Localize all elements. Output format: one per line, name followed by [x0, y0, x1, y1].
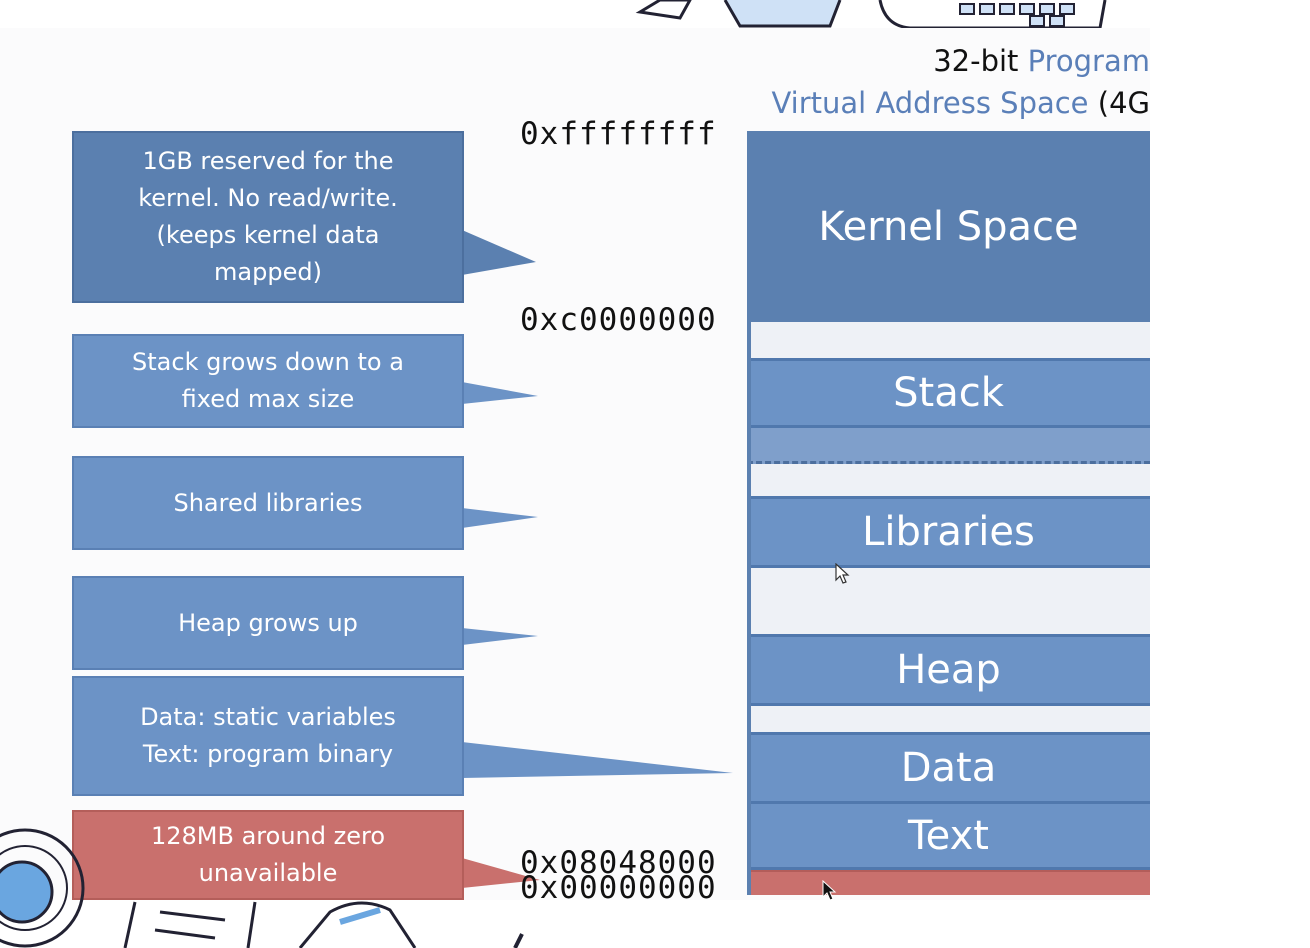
segment-text: Text — [747, 804, 1150, 870]
memory-column-left-edge — [747, 131, 751, 895]
callout-data-text: Data: static variables Text: program bin… — [72, 676, 464, 796]
title-vas: Virtual Address Space — [771, 86, 1089, 120]
diagram-title: 32-bit Program Virtual Address Space (4G — [690, 40, 1150, 124]
address-top: 0xffffffff — [520, 116, 717, 152]
gap-below-libraries — [747, 568, 1150, 634]
stack-growth-region — [747, 428, 1150, 464]
segment-data: Data — [747, 732, 1150, 804]
segment-reserved-zero — [747, 870, 1150, 895]
gap-below-stack — [747, 464, 1150, 496]
title-prefix: 32-bit — [933, 44, 1028, 78]
gap-below-heap — [747, 706, 1150, 732]
callout-stack: Stack grows down to a fixed max size — [72, 334, 464, 428]
address-kernel-base: 0xc0000000 — [520, 302, 717, 338]
segment-kernel-space: Kernel Space — [747, 131, 1150, 322]
gap-below-kernel — [747, 322, 1150, 358]
segment-stack: Stack — [747, 358, 1150, 428]
segment-libraries: Libraries — [747, 496, 1150, 568]
callout-heap: Heap grows up — [72, 576, 464, 670]
title-program: Program — [1027, 44, 1150, 78]
callout-kernel: 1GB reserved for the kernel. No read/wri… — [72, 131, 464, 303]
address-text-base: 0x08048000 — [520, 845, 717, 881]
callout-shared-libraries: Shared libraries — [72, 456, 464, 550]
cursor-icon — [822, 880, 837, 901]
address-zero: 0x00000000 — [520, 870, 717, 900]
callout-zero-region: 128MB around zero unavailable — [72, 810, 464, 900]
segment-heap: Heap — [747, 634, 1150, 706]
title-size: (4G — [1088, 86, 1150, 120]
cursor-icon — [835, 563, 850, 584]
decorative-illustration-top — [635, 0, 1107, 30]
